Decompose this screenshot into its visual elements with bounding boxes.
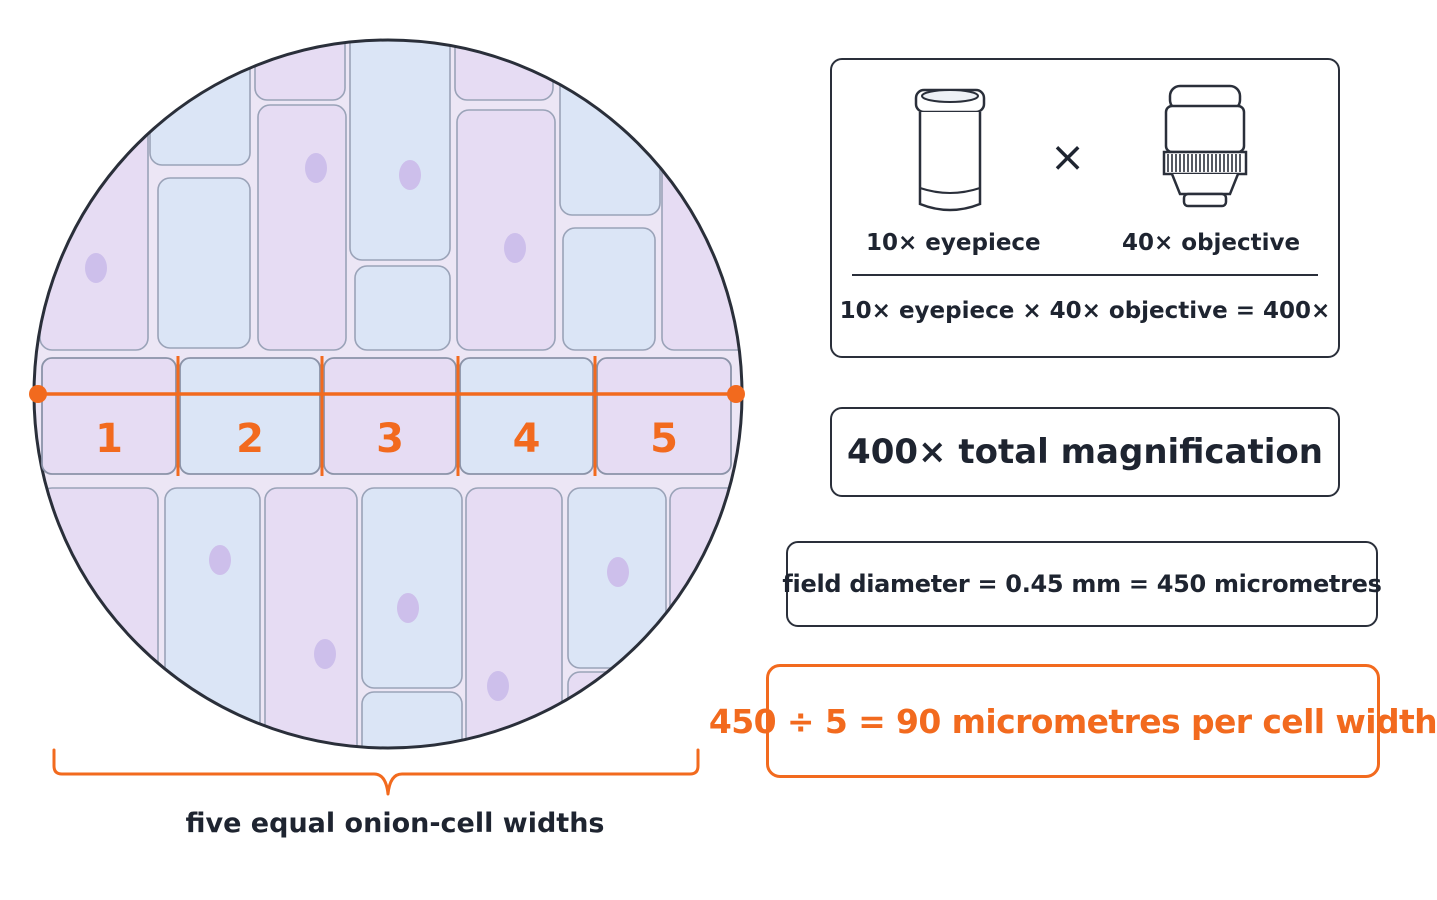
field-diameter-text: field diameter = 0.45 mm = 450 micrometr…	[782, 570, 1382, 598]
field-diameter-box: field diameter = 0.45 mm = 450 micrometr…	[782, 541, 1382, 627]
cell-nucleus	[209, 545, 231, 575]
eyepiece-label: 10× eyepiece	[866, 230, 1041, 256]
onion-cell	[39, 40, 149, 351]
cell-nucleus	[305, 153, 327, 183]
cell-nucleus	[85, 253, 107, 283]
onion-cell	[454, 40, 554, 101]
brace	[52, 748, 700, 796]
total-magnification-box: 400× total magnification	[830, 407, 1340, 497]
cell-number: 4	[513, 416, 541, 462]
onion-cell	[264, 487, 358, 748]
magnification-equation: 10× eyepiece × 40× objective = 400×	[839, 298, 1331, 324]
eyepiece-icon	[914, 88, 986, 212]
onion-cell	[354, 265, 451, 351]
measured-cell	[459, 357, 594, 475]
caption: five equal onion-cell widths	[185, 808, 605, 839]
cell-number: 1	[95, 416, 123, 462]
onion-cell	[149, 40, 251, 166]
onion-cell	[562, 227, 656, 351]
cell-number: 5	[650, 416, 678, 462]
measured-cell	[596, 357, 732, 475]
onion-cell	[361, 487, 463, 689]
cell-number: 2	[236, 416, 264, 462]
microscope-field-of-view: 1 2 3 4 5	[29, 38, 745, 796]
onion-cell	[157, 177, 251, 349]
onion-cell	[349, 40, 451, 261]
magnification-panel: × 10× eyepiece 40× objective 10× eyepiec…	[830, 58, 1340, 358]
cell-nucleus	[504, 233, 526, 263]
onion-cell	[257, 104, 347, 351]
measured-cell	[179, 357, 321, 475]
cell-number: 3	[376, 416, 404, 462]
onion-cell	[456, 109, 556, 351]
measured-cell	[323, 357, 457, 475]
divider	[852, 274, 1318, 276]
onion-cell	[465, 487, 563, 748]
cell-nucleus	[607, 557, 629, 587]
measurement-overlay: 1 2 3 4 5	[29, 356, 745, 476]
objective-label: 40× objective	[1122, 230, 1301, 256]
onion-cell	[254, 40, 346, 101]
cell-nucleus	[487, 671, 509, 701]
result-text: 450 ÷ 5 = 90 micrometres per cell width	[708, 701, 1437, 741]
diameter-endpoint	[727, 385, 745, 403]
onion-cell	[559, 40, 661, 216]
measured-cell	[41, 357, 177, 475]
cell-nucleus	[314, 639, 336, 669]
onion-cell	[567, 671, 667, 748]
result-box: 450 ÷ 5 = 90 micrometres per cell width	[709, 664, 1437, 778]
total-magnification-text: 400× total magnification	[847, 432, 1323, 472]
objective-icon	[1162, 84, 1248, 208]
onion-cell	[361, 691, 463, 748]
cell-nucleus	[397, 593, 419, 623]
diameter-endpoint	[29, 385, 47, 403]
onion-cell	[39, 487, 159, 748]
cell-nucleus	[399, 160, 421, 190]
times-symbol: ×	[1050, 132, 1086, 181]
